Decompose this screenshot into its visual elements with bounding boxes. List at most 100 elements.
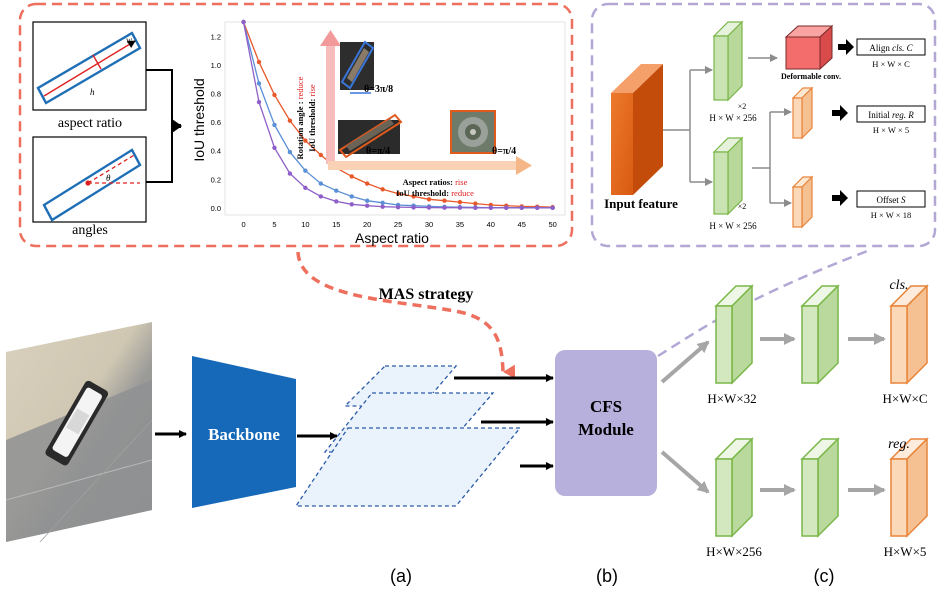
series-2-point bbox=[256, 81, 262, 86]
green-block-bottom bbox=[712, 136, 744, 216]
chart-frame bbox=[224, 21, 566, 216]
series-3-point bbox=[241, 19, 246, 25]
series-2-point bbox=[272, 122, 277, 128]
x-tick-label: 50 bbox=[548, 220, 556, 229]
series-3-point bbox=[473, 205, 478, 211]
align-dim: H × W × C bbox=[872, 59, 910, 69]
series-3-point bbox=[349, 202, 354, 207]
initial-reg-text: Initial reg. R bbox=[868, 110, 914, 120]
caption-a: (a) bbox=[390, 566, 412, 586]
series-3-point bbox=[272, 145, 277, 151]
angles-label: angles bbox=[72, 223, 108, 238]
head-reg-green-2 bbox=[800, 437, 840, 538]
head-dim-top-right: H×W×C bbox=[883, 391, 928, 406]
panel-b-connectors bbox=[663, 54, 792, 207]
head-cls-orange bbox=[889, 284, 929, 385]
deformable-label: Deformable conv. bbox=[781, 72, 841, 81]
x-tick-label: 30 bbox=[425, 220, 433, 229]
series-1-point bbox=[349, 174, 354, 179]
series-1-point bbox=[442, 198, 447, 203]
input-feature-label: Input feature bbox=[604, 196, 678, 211]
series-2-point bbox=[380, 200, 385, 206]
aspect-ratio-label: aspect ratio bbox=[58, 116, 122, 131]
series-3-point bbox=[334, 199, 339, 204]
series-2-point bbox=[334, 188, 339, 193]
x-tick-label: 5 bbox=[272, 220, 276, 229]
head-reg-green-1 bbox=[714, 437, 754, 538]
series-1-point bbox=[380, 187, 385, 192]
series-3-point bbox=[504, 205, 509, 211]
cls-label: cls. bbox=[889, 278, 908, 293]
y-tick-label: 0.0 bbox=[211, 204, 221, 213]
head-dim-bottom-right: H×W×5 bbox=[884, 544, 927, 559]
angle-label-1: θ=3π/8 bbox=[364, 84, 393, 95]
thumbnail-ship-pi4 bbox=[338, 113, 403, 159]
y-tick-label: 0.4 bbox=[211, 147, 221, 156]
h-symbol: h bbox=[90, 87, 95, 97]
mas-strategy-arrow bbox=[296, 251, 516, 379]
series-3-point bbox=[256, 99, 262, 105]
head-dim-top-left: H×W×32 bbox=[707, 391, 756, 406]
series-3-point bbox=[519, 205, 524, 211]
horizontal-annotation-arrow bbox=[328, 156, 532, 175]
green-block-top bbox=[712, 20, 744, 102]
dim-bottom-label: H × W × 256 bbox=[709, 221, 757, 231]
head-cls-green-1 bbox=[714, 284, 754, 385]
x-tick-label: 40 bbox=[487, 220, 495, 229]
orange-block-initial bbox=[791, 86, 814, 140]
x-tick-label: 25 bbox=[394, 220, 402, 229]
cfs-label-line2: Module bbox=[578, 420, 634, 439]
main-black-arrows bbox=[155, 374, 554, 470]
horizontal-annotation-line1: Aspect ratios: rise bbox=[403, 177, 468, 187]
backbone-label: Backbone bbox=[208, 425, 280, 444]
series-2-point bbox=[303, 168, 308, 173]
input-feature-block bbox=[611, 64, 663, 195]
series-2-point bbox=[364, 198, 370, 203]
caption-c: (c) bbox=[814, 566, 835, 586]
backbone-block bbox=[192, 356, 296, 508]
series-2-point bbox=[287, 149, 293, 155]
output-arrows-b bbox=[832, 39, 854, 206]
series-2-point bbox=[349, 194, 354, 199]
cfs-label-line1: CFS bbox=[590, 397, 622, 416]
x-tick-label: 35 bbox=[456, 220, 464, 229]
head-arrows bbox=[660, 333, 886, 496]
caption-b: (b) bbox=[596, 566, 618, 586]
vertical-annotation-line2: IoU threshold: rise bbox=[307, 84, 317, 152]
feature-pyramid bbox=[294, 365, 522, 507]
mas-strategy-label: MAS strategy bbox=[379, 286, 474, 303]
series-3-point bbox=[318, 194, 324, 199]
vertical-annotation-arrow bbox=[320, 30, 341, 164]
thumbnail-ship-3pi8 bbox=[340, 40, 375, 94]
aerial-photo bbox=[5, 322, 153, 543]
series-3-point bbox=[550, 205, 555, 211]
series-3-point bbox=[364, 203, 370, 208]
series-3-point bbox=[426, 205, 432, 210]
cfs-module bbox=[555, 350, 657, 496]
panel-b-border bbox=[590, 2, 937, 248]
chart-ylabel: IoU threshold bbox=[191, 78, 207, 161]
y-tick-label: 0.8 bbox=[211, 89, 221, 98]
bracket-connector bbox=[146, 69, 182, 183]
dim-top-label: H × W × 256 bbox=[709, 113, 757, 123]
series-1-point bbox=[457, 199, 463, 205]
series-3-point bbox=[411, 205, 416, 210]
series-3-point bbox=[457, 205, 463, 210]
series-3-point bbox=[303, 185, 308, 191]
align-cls-box bbox=[856, 38, 926, 56]
angles-rect-icon bbox=[42, 148, 142, 222]
series-1-point bbox=[395, 191, 401, 196]
offset-dim: H × W × 18 bbox=[871, 210, 911, 220]
angle-label-3: θ=π/4 bbox=[492, 146, 516, 157]
theta-symbol: θ bbox=[106, 173, 111, 183]
x-tick-label: 20 bbox=[363, 220, 371, 229]
series-1-point bbox=[287, 118, 293, 123]
chart-xlabel: Aspect ratio bbox=[355, 230, 429, 246]
series-1-point bbox=[272, 92, 277, 98]
angle-label-2: θ=π/4 bbox=[366, 146, 390, 157]
x-tick-label: 0 bbox=[241, 220, 245, 229]
series-1-point bbox=[303, 138, 308, 143]
series-1-point bbox=[411, 194, 416, 199]
